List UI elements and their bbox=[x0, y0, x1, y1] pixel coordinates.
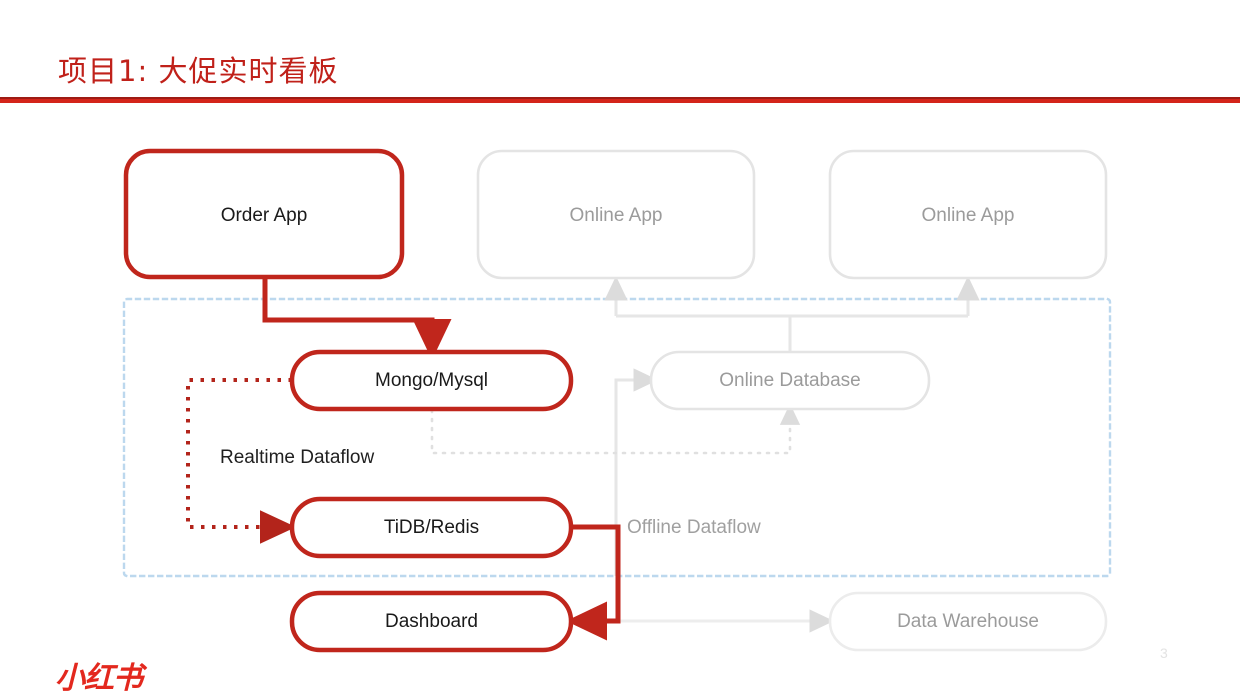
title-divider bbox=[0, 97, 1240, 104]
node-dashboard[interactable] bbox=[289, 590, 574, 653]
edge-dotted-to-online-database bbox=[430, 403, 801, 455]
node-online-app-1[interactable] bbox=[476, 149, 756, 280]
node-online-app-2[interactable] bbox=[828, 149, 1108, 280]
node-mongo-mysql[interactable] bbox=[289, 349, 574, 412]
edge-order-app-to-mongo bbox=[262, 274, 452, 361]
realtime-dataflow-label: Realtime Dataflow bbox=[220, 447, 375, 468]
edge-tidb-to-dashboard bbox=[565, 524, 621, 641]
page-title: 项目1: 大促实时看板 bbox=[58, 54, 339, 88]
title-divider-main-line bbox=[0, 99, 1240, 103]
node-tidb-redis[interactable] bbox=[289, 496, 574, 559]
node-order-app[interactable] bbox=[123, 148, 405, 280]
edge-into-online-database-left bbox=[614, 368, 659, 576]
node-online-database[interactable] bbox=[649, 350, 931, 411]
xiaohongshu-logo: 小红书 bbox=[55, 661, 143, 696]
page-number: 3 bbox=[1160, 645, 1168, 661]
offline-dataflow-label: Offline Dataflow bbox=[627, 517, 761, 538]
edge-mongo-to-tidb-realtime bbox=[186, 378, 296, 544]
title-divider-top-line bbox=[0, 97, 1240, 99]
node-data-warehouse[interactable] bbox=[828, 591, 1108, 652]
